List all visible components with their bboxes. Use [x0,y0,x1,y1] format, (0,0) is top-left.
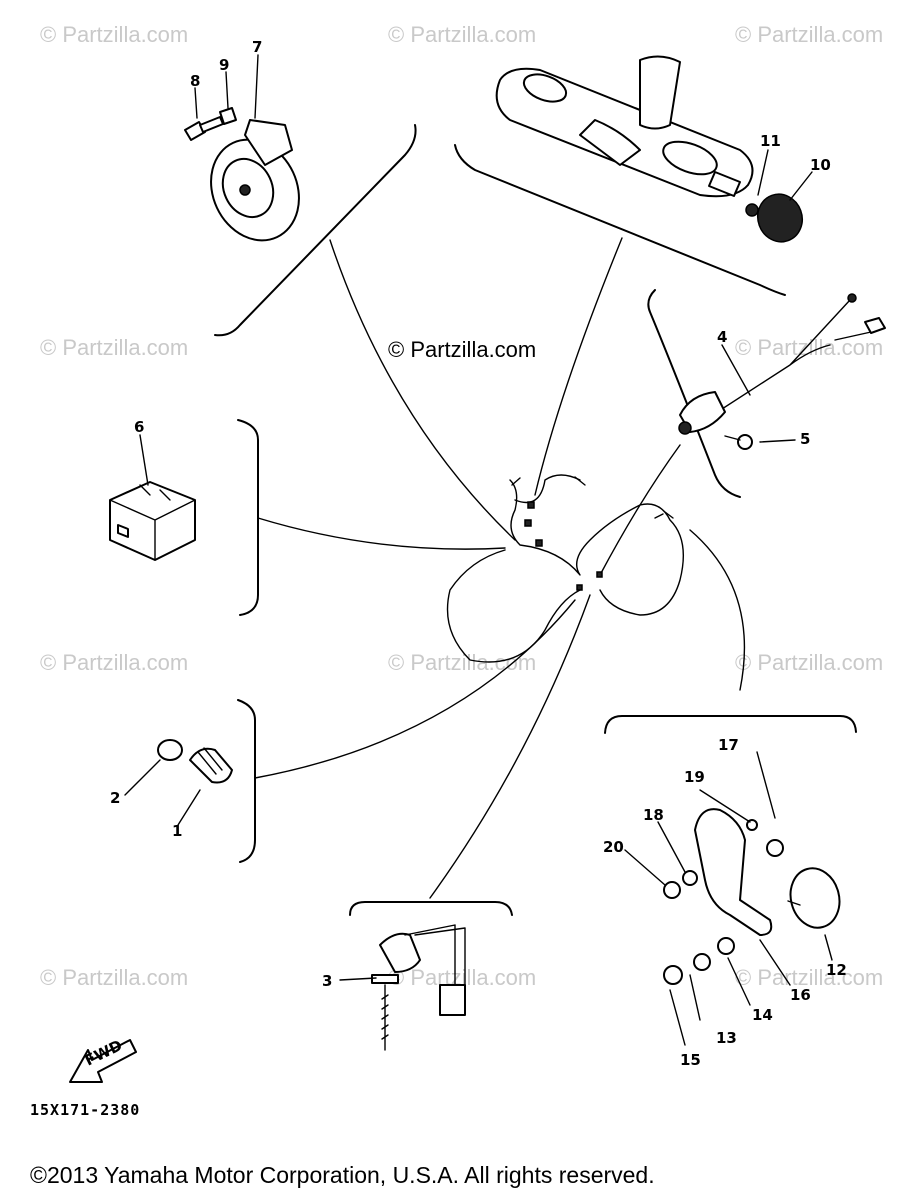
callout-16: 16 [790,986,811,1004]
copyright-footer: ©2013 Yamaha Motor Corporation, U.S.A. A… [30,1162,655,1188]
harness-layout [446,474,685,663]
watermark: © Partzilla.com [40,335,188,360]
watermark: © Partzilla.com [40,965,188,990]
center-copyright: © Partzilla.com [388,337,536,362]
callout-8: 8 [190,72,200,90]
callout-9: 9 [219,56,229,74]
callout-labels: 8 9 7 11 10 4 5 6 2 1 3 17 19 18 20 12 1… [110,38,847,1069]
callout-10: 10 [810,156,831,174]
watermark: © Partzilla.com [735,650,883,675]
bracket-crown [454,144,786,296]
callout-7: 7 [252,38,262,56]
bracket-relay [237,419,259,616]
horn-assembly [184,107,300,242]
callout-17: 17 [718,736,739,754]
bracket-switch [647,289,741,498]
watermark: © Partzilla.com [735,335,883,360]
watermark: © Partzilla.com [40,22,188,47]
callout-15: 15 [680,1051,701,1069]
bracket-horn [214,124,417,337]
callout-11: 11 [760,132,781,150]
callout-leaders [124,54,833,1046]
callout-13: 13 [716,1029,737,1047]
relay-unit [109,481,196,561]
callout-12: 12 [826,961,847,979]
watermark: © Partzilla.com [388,650,536,675]
callout-4: 4 [717,328,727,346]
horn-mount-assembly [663,808,841,985]
oil-switch [157,739,233,784]
callout-14: 14 [752,1006,773,1024]
callout-20: 20 [603,838,624,856]
bracket-sensor [237,699,256,863]
callout-18: 18 [643,806,664,824]
callout-5: 5 [800,430,810,448]
watermark: © Partzilla.com [40,650,188,675]
callout-1: 1 [172,822,182,840]
sender-unit [371,924,466,1051]
watermark: © Partzilla.com [735,965,883,990]
group-brackets [214,124,857,916]
neutral-switch [678,293,886,450]
leader-lines [254,237,746,899]
bracket-sender [349,901,513,916]
callout-19: 19 [684,768,705,786]
fwd-arrow-icon: FWD [69,1036,137,1083]
callout-6: 6 [134,418,144,436]
bracket-horn-mount [604,715,857,734]
watermark: © Partzilla.com [735,22,883,47]
diagram-code: 15X171-2380 [30,1101,140,1119]
watermark: © Partzilla.com [388,22,536,47]
callout-2: 2 [110,789,120,807]
crown-assembly [495,55,803,243]
callout-3: 3 [322,972,332,990]
